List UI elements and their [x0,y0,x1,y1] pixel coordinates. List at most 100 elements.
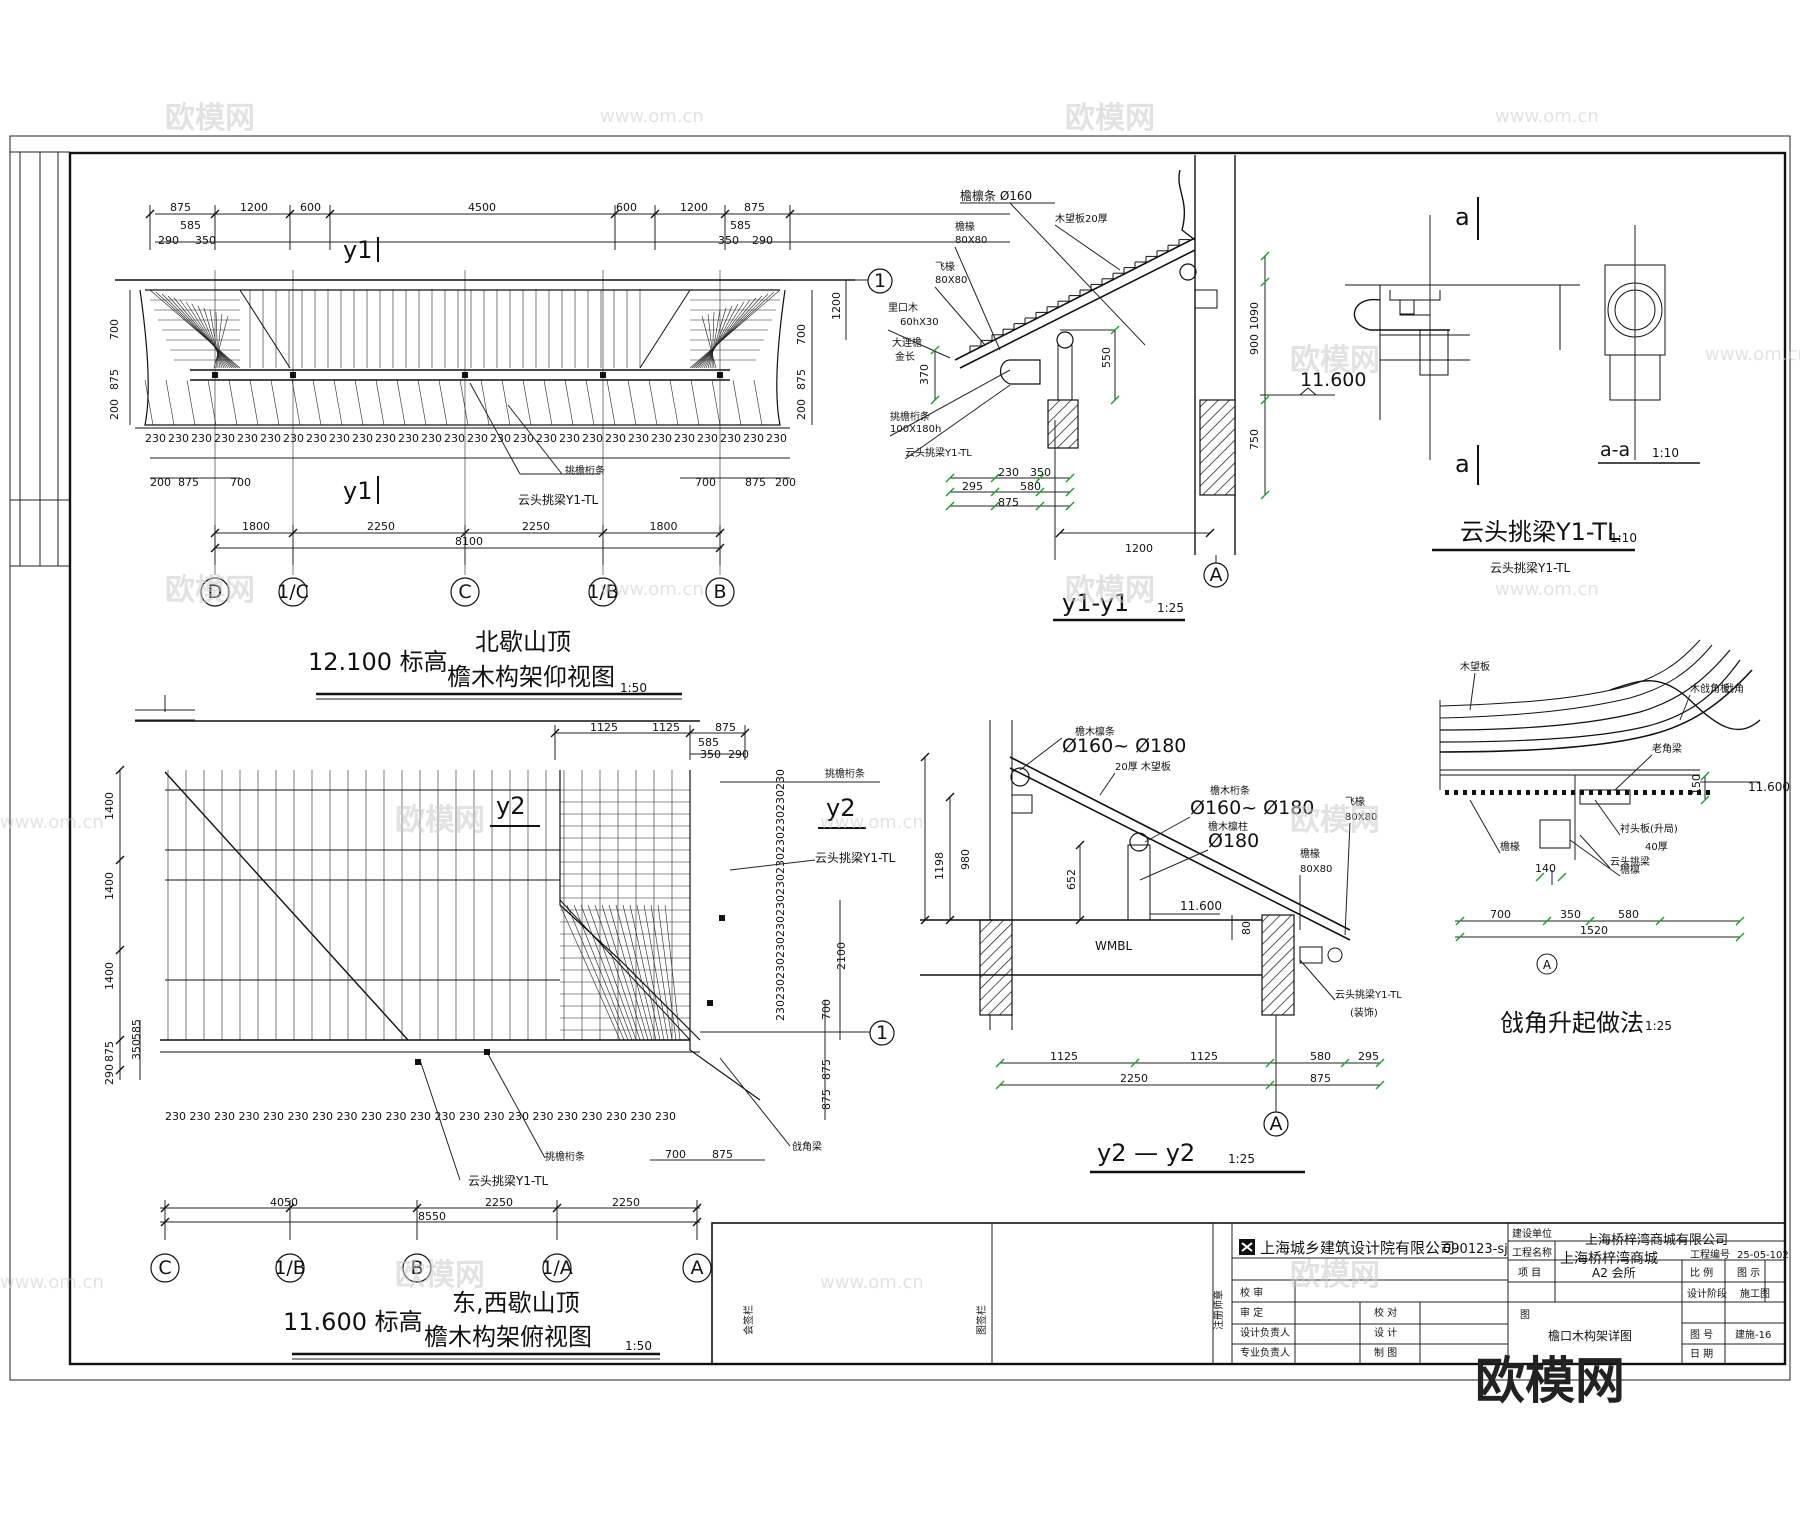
drawing-line [711,379,721,426]
drawing-line [1614,754,1653,791]
hip-callout-label: 木戗角板 [1690,682,1730,695]
rafter-end [1679,790,1683,795]
dim-tick [1340,1058,1350,1068]
dim-tick [692,1217,702,1227]
east-callout-beam-top: 云头挑梁Y1-TL [815,850,896,865]
drawing-line [703,303,739,369]
dim-tick [550,728,560,738]
dim-tick [1065,487,1075,497]
client-name: 上海桥梓湾商城有限公司 [1585,1232,1728,1248]
rafter-spacing-label: 230 [557,1110,578,1123]
axis-label: D [208,581,223,603]
y2-hdim-label: 1125 [1050,1050,1078,1063]
drawing-line [417,379,427,426]
section-a-a-scale: 1:10 [1652,446,1679,460]
total-dim-label: 8550 [418,1210,446,1223]
stamp-label: 注册师章 [1212,1290,1225,1330]
drawing-line [648,379,658,426]
drawing-line [699,299,751,369]
hip-callout-label: 戗角 [1724,682,1744,695]
east-callout-hip: 戗角梁 [792,1140,822,1153]
rafter-spacing-label: 230 [628,432,649,445]
drawing-line [580,904,633,1041]
axis-label: 1/B [587,581,619,603]
side-dim-left: 200 [108,399,121,420]
hip-axis-label: A [1543,958,1552,972]
dim-tick [1260,395,1270,405]
y1-title: y1-y1 [1062,589,1129,617]
y1-hdim-label: 295 [962,480,983,493]
right-dim-label: 700 [820,999,833,1020]
rafter-spacing-label: 230 [774,916,787,937]
right-dim-label: 875 [820,1089,833,1110]
north-title-line1: 北歇山顶 [475,628,571,656]
north-scale: 1:50 [620,681,647,695]
drawing-line [1144,816,1191,843]
east-callout-purlin-top: 挑檐桁条 [825,767,865,780]
dim-tick [1542,916,1552,926]
rafter-spacing-label: 230 [329,432,350,445]
dim-tick [1065,501,1075,511]
hip-callout-label: 衬头板(升局) [1620,822,1678,835]
top-dim-label: 600 [300,201,321,214]
signature-label: 图签栏 [975,1305,988,1335]
drawing-line [354,379,364,426]
y1-vdim-label: 1090 [1248,302,1261,330]
bottom-dim-label: 875 [745,476,766,489]
column-marker [415,1059,421,1065]
rafter-end [1535,790,1539,795]
drawing-line [161,293,237,369]
rafter-end [1517,790,1521,795]
dim-tick [1375,1080,1385,1090]
axis-bubble [278,577,308,607]
hip-callout-label: 云头挑梁 [1610,855,1650,868]
hip-dim-label: 580 [1618,908,1639,921]
axis-bubble [542,1253,572,1283]
hip-scale: 1:25 [1645,1019,1672,1033]
y1-callout-label: 云头挑梁Y1-TL [905,446,972,459]
dim-tick [412,1203,422,1213]
rafter-end [1562,790,1566,795]
drawing-line [1054,224,1121,271]
watermark-url: www.om.cn [600,579,704,600]
top-dim2-label: 290 [728,748,749,761]
drawing-line [173,297,233,369]
dim-tick [1735,932,1745,942]
y1-vdim-label: 900 [1248,334,1261,355]
rafter-spacing-label: 230 [459,1110,480,1123]
rafter-spacing-label: 230 [283,432,304,445]
drawing-line [629,904,661,1041]
dim-tick [945,915,955,925]
top-dim-label: 4500 [468,201,496,214]
drawing-line [1139,849,1209,881]
drawing-line [291,379,301,426]
dim-tick [1035,487,1045,497]
top-dim2-left: 350 [195,234,216,247]
rafter-end [1589,790,1593,795]
rafter-spacing-label: 230 [651,432,672,445]
y2-vdim-label: 80 [1240,921,1253,935]
dim-tick [1455,932,1465,942]
project-label: 工程名称 [1512,1246,1552,1259]
drawing-line [1579,834,1611,869]
y2-callout-label: 云头挑梁Y1-TL [1335,988,1402,1001]
y1-vdim-label: 550 [1100,347,1113,368]
rafter-spacing-label: 230 [214,1110,235,1123]
rafter-spacing-label: 230 [774,958,787,979]
dim-tick [115,1035,125,1045]
axis-label: 1/C [277,581,309,603]
drawing-line [213,315,229,369]
rafter-spacing-label: 230 [145,432,166,445]
rafter-spacing-label: 230 [606,1110,627,1123]
rafter-end [1652,790,1656,795]
rafter-spacing-label: 230 [239,1110,260,1123]
dim-tick [1455,916,1465,926]
signoff-role-2: 设 计 [1374,1326,1397,1339]
drawing-line [228,379,238,426]
drawing-line [459,379,469,426]
drawing-line [707,313,715,369]
rafter-end [1670,790,1674,795]
watermark-url: www.om.cn [600,106,704,127]
left-dim-label: 1400 [103,792,116,820]
